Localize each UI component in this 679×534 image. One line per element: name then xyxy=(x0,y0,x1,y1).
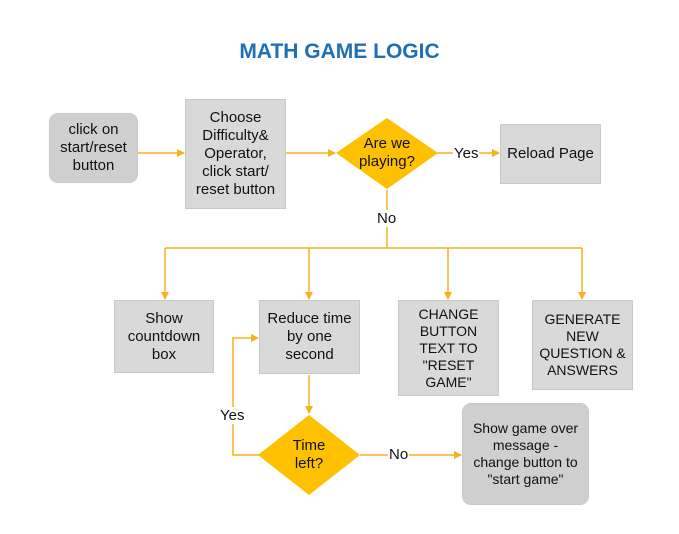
diagram-title: MATH GAME LOGIC xyxy=(239,40,440,63)
node-reload-label: Reload Page xyxy=(507,145,594,162)
edge-label-time-no: No xyxy=(388,446,410,463)
node-click-start: click on start/reset button xyxy=(49,113,138,183)
connector-time-yes-loop xyxy=(232,334,260,456)
node-choose-label: Choose Difficulty& Operator, click start… xyxy=(195,109,276,198)
node-reduce-time: Reduce time by one second xyxy=(259,300,360,374)
node-time-left-label: Time left? xyxy=(292,437,326,472)
edge-label-time-yes: Yes xyxy=(219,407,246,424)
node-change-button: CHANGE BUTTON TEXT TO "RESET GAME" xyxy=(398,300,499,396)
node-change-button-label: CHANGE BUTTON TEXT TO "RESET GAME" xyxy=(418,305,479,390)
node-click-start-label: click on start/reset button xyxy=(60,121,127,174)
node-choose: Choose Difficulty& Operator, click start… xyxy=(185,99,286,209)
node-show-countdown: Show countdown box xyxy=(114,300,214,373)
node-reload: Reload Page xyxy=(500,124,601,184)
node-playing-label: Are we playing? xyxy=(359,135,415,170)
edge-label-playing-no: No xyxy=(376,210,398,227)
node-generate-label: GENERATE NEW QUESTION & ANSWERS xyxy=(539,311,626,378)
node-game-over-label: Show game over message - change button t… xyxy=(472,420,579,487)
edge-label-playing-yes: Yes xyxy=(453,145,480,162)
node-generate: GENERATE NEW QUESTION & ANSWERS xyxy=(532,300,633,390)
node-reduce-time-label: Reduce time by one second xyxy=(267,310,352,363)
decision-time-shape xyxy=(258,415,360,495)
node-show-countdown-label: Show countdown box xyxy=(127,309,201,363)
decision-playing-shape xyxy=(336,118,438,189)
node-game-over: Show game over message - change button t… xyxy=(462,403,589,505)
